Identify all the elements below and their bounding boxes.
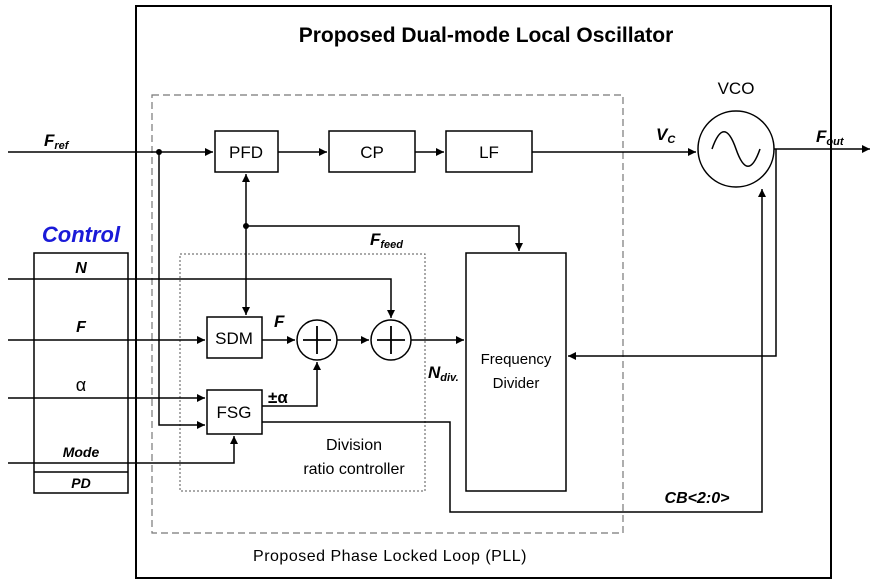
cb-label: CB<2:0>	[665, 490, 730, 507]
fsg-block	[206, 389, 263, 435]
sdm-label: SDM	[215, 329, 253, 348]
diagram-title: Proposed Dual-mode Local Oscillator	[299, 24, 674, 47]
control-item-alpha: α	[76, 375, 86, 395]
control-item-f: F	[76, 319, 87, 336]
division-ratio-controller-region	[179, 253, 426, 492]
vc-label: VC	[656, 125, 676, 146]
frequency-divider-label-line2: Divider	[493, 375, 540, 392]
fsg-to-summer1-line	[262, 362, 321, 407]
ffeed-label: Ffeed	[370, 230, 403, 251]
pfd-block	[214, 130, 279, 173]
ffeed-line	[246, 225, 523, 251]
fref-label: Fref	[44, 131, 70, 152]
pll-caption: Proposed Phase Locked Loop (PLL)	[253, 548, 527, 565]
drc-label-line2: ratio controller	[303, 461, 405, 478]
fref-to-fsg-line	[158, 152, 205, 429]
summer-2	[370, 319, 412, 361]
feedback-junction	[243, 223, 249, 229]
cp-label: CP	[360, 143, 384, 162]
lf-label: LF	[479, 143, 499, 162]
sdm-output-label: F	[274, 312, 285, 331]
local-oscillator-frame	[135, 5, 832, 579]
lf-block	[445, 130, 533, 173]
sdm-block	[206, 316, 263, 359]
control-title: Control	[42, 222, 121, 247]
summer-1	[296, 319, 338, 361]
control-box	[33, 252, 129, 494]
control-item-mode: Mode	[63, 444, 100, 460]
vco-to-divider-line	[568, 149, 777, 360]
vco-label: VCO	[718, 79, 755, 98]
pll-region	[151, 94, 624, 534]
pm-alpha-label: ±α	[268, 388, 288, 407]
cb-line	[262, 189, 766, 513]
frequency-divider-label-line1: Frequency	[481, 351, 552, 368]
fsg-label: FSG	[217, 403, 252, 422]
fout-label: Fout	[816, 127, 845, 148]
ndiv-label: Ndiv.	[428, 363, 459, 384]
mode-input-line	[8, 436, 238, 464]
control-item-pd: PD	[71, 475, 90, 491]
pfd-label: PFD	[229, 143, 263, 162]
frequency-divider-block	[465, 252, 567, 492]
drc-label-line1: Division	[326, 437, 382, 454]
n-input-line	[8, 278, 395, 318]
control-item-n: N	[75, 260, 87, 277]
vco-block	[697, 110, 775, 188]
